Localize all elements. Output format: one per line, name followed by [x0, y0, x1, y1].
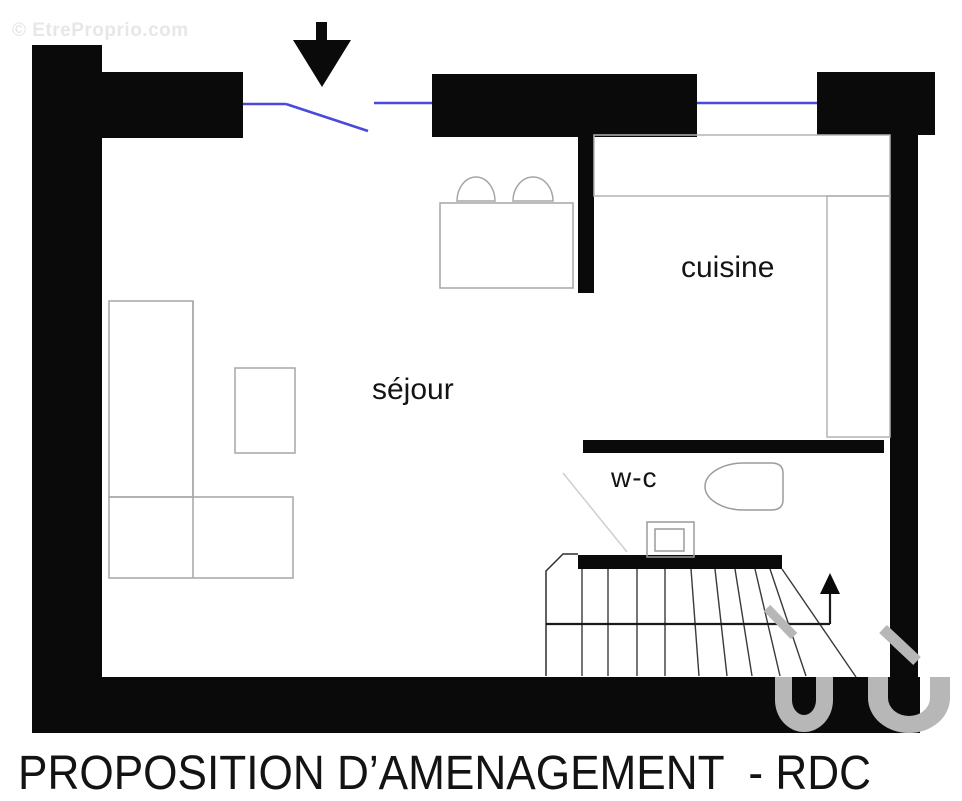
- sofa-bottom-section: [108, 496, 294, 579]
- toilet: [704, 462, 784, 511]
- windows-and-doors: [243, 101, 817, 133]
- chair-right: [512, 176, 554, 202]
- wall-top-right: [817, 72, 935, 135]
- wall-left: [32, 45, 102, 733]
- wall-kitchen-partition: [578, 134, 594, 293]
- entry-door-swing-line: [285, 102, 369, 133]
- logo-accent-left: [763, 604, 798, 640]
- counter-top-run: [593, 134, 891, 197]
- logo-u-right: [868, 677, 950, 733]
- wall-stairs-stringer: [578, 555, 782, 569]
- sejour-furniture: [108, 300, 296, 579]
- wall-cuisine-wc: [583, 440, 884, 453]
- washbasin-inner: [654, 528, 685, 552]
- entrance-arrow-down-icon: [293, 22, 351, 87]
- counter-right-run: [826, 195, 891, 438]
- watermark-text: © EtreProprio.com: [12, 20, 189, 41]
- walls: [32, 45, 935, 733]
- room-label-cuisine: cuisine: [681, 251, 775, 284]
- room-label-wc: w-c: [611, 462, 658, 493]
- dining-set: [439, 176, 574, 289]
- chair-left: [456, 176, 496, 202]
- logo-u-left: [775, 677, 833, 732]
- plan-title: PROPOSITION D’AMENAGEMENT - RDC: [18, 747, 872, 800]
- kitchen-counters: [593, 134, 891, 438]
- wall-top-left: [102, 72, 243, 138]
- room-label-sejour: séjour: [372, 373, 454, 406]
- etreproprio-logo: [763, 604, 950, 733]
- wall-right: [890, 135, 918, 677]
- washbasin-outer: [646, 521, 695, 558]
- wall-top-middle: [432, 74, 697, 137]
- dining-table: [439, 202, 574, 289]
- staircase: [545, 553, 857, 678]
- wall-bottom: [32, 677, 920, 733]
- wc-fixtures: [562, 462, 784, 558]
- wc-door-swing-line: [562, 472, 628, 553]
- sofa-tall-section: [108, 300, 194, 498]
- coffee-table: [234, 367, 296, 454]
- stairs-arrow-up-icon: [820, 573, 840, 594]
- stairs-left-outline: [545, 553, 578, 676]
- logo-accent-right: [879, 624, 921, 666]
